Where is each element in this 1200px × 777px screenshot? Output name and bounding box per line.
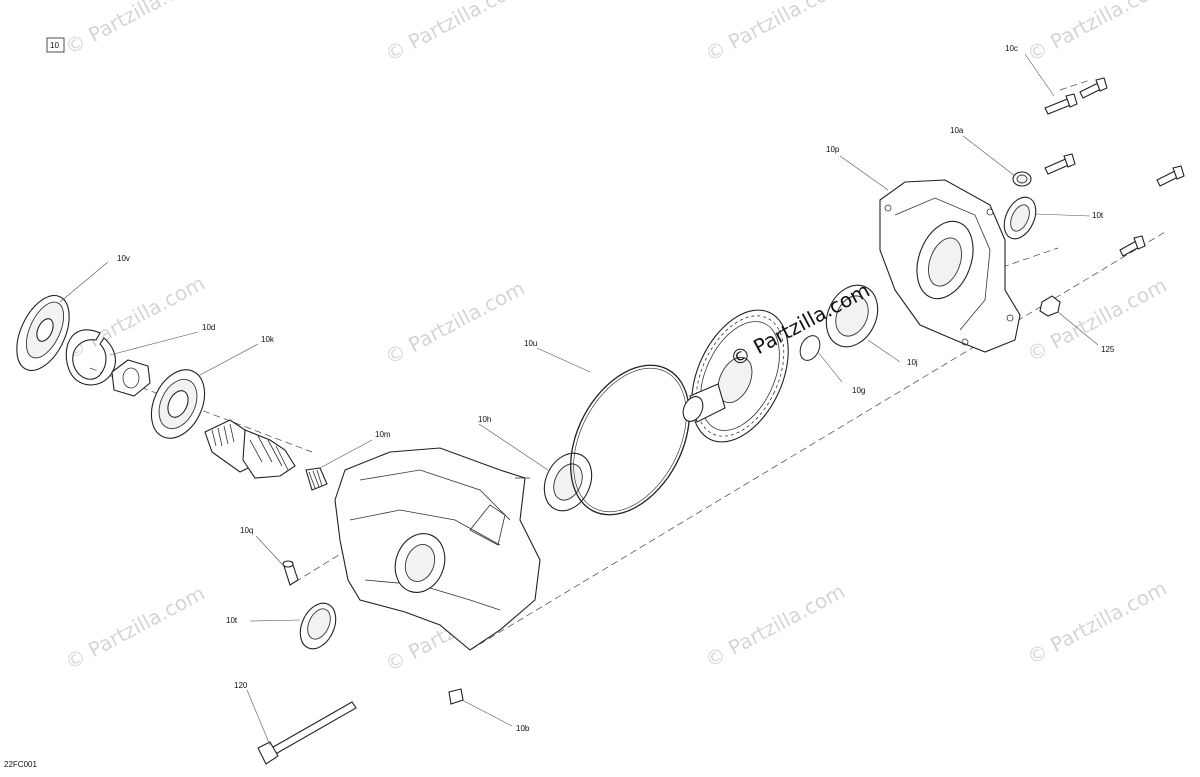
figure-id-label: 10 <box>50 41 59 50</box>
circlip-10d[interactable] <box>65 329 116 386</box>
drain-plug-10b[interactable] <box>448 688 464 705</box>
callout-10a: 10a <box>950 126 964 135</box>
o-ring-10u[interactable] <box>547 345 714 535</box>
watermark: © Partzilla.com <box>61 0 209 59</box>
snap-ring-10g[interactable] <box>796 332 823 363</box>
callout-10d: 10d <box>202 323 215 332</box>
callout-10q: 10q <box>240 526 253 535</box>
callout-10u: 10u <box>524 339 537 348</box>
callout-10t-right: 10t <box>1092 211 1104 220</box>
leader-lines <box>59 53 1099 746</box>
seal-10t-right[interactable] <box>998 192 1042 244</box>
long-bolt-120[interactable] <box>257 701 357 765</box>
pin-10q[interactable] <box>282 560 299 586</box>
housing-cover-10p[interactable] <box>879 179 1021 353</box>
callout-125: 125 <box>1101 345 1115 354</box>
differential-housing[interactable] <box>334 447 541 651</box>
bearing-10k[interactable] <box>141 361 215 447</box>
callout-10p: 10p <box>826 145 840 154</box>
callout-10k: 10k <box>261 335 275 344</box>
callout-10h: 10h <box>478 415 491 424</box>
watermark: © Partzilla.com <box>701 0 849 66</box>
watermark: © Partzilla.com <box>61 581 209 675</box>
callout-10j: 10j <box>907 358 918 367</box>
callout-120: 120 <box>234 681 248 690</box>
watermark: © Partzilla.com <box>1023 0 1171 66</box>
nut[interactable] <box>111 359 151 397</box>
nut-125[interactable] <box>1039 295 1061 317</box>
watermark: © Partzilla.com <box>61 271 209 365</box>
callout-10c: 10c <box>1005 44 1018 53</box>
callout-10g: 10g <box>852 386 865 395</box>
bolts-10c[interactable] <box>1044 77 1185 257</box>
bearing-10j[interactable] <box>817 277 888 355</box>
seal-disc-10v[interactable] <box>6 287 80 378</box>
watermark: © Partzilla.com <box>701 579 849 673</box>
callout-10b: 10b <box>516 724 530 733</box>
plug-10a[interactable] <box>1012 171 1032 187</box>
callout-labels: 10v 10d 10k 10m 10q 10t 120 10h 10u 10g … <box>117 44 1115 733</box>
figure-code: 22FC001 <box>4 760 37 769</box>
watermark: © Partzilla.com <box>1023 576 1171 670</box>
callout-10v: 10v <box>117 254 130 263</box>
seal-10h[interactable] <box>535 446 600 519</box>
watermark: © Partzilla.com <box>1023 273 1171 367</box>
callout-10t-left: 10t <box>226 616 238 625</box>
figure-id-box: 10 <box>46 37 65 53</box>
assembly-axis <box>89 79 1166 651</box>
pinion-gear-shaft[interactable] <box>204 419 296 479</box>
callout-10m: 10m <box>375 430 391 439</box>
watermark: © Partzilla.com <box>381 0 529 66</box>
watermark: © Partzilla.com <box>381 276 529 370</box>
needle-bearing-10m[interactable] <box>305 467 328 491</box>
ring-gear[interactable] <box>672 295 807 457</box>
seal-10t-left[interactable] <box>293 597 342 654</box>
